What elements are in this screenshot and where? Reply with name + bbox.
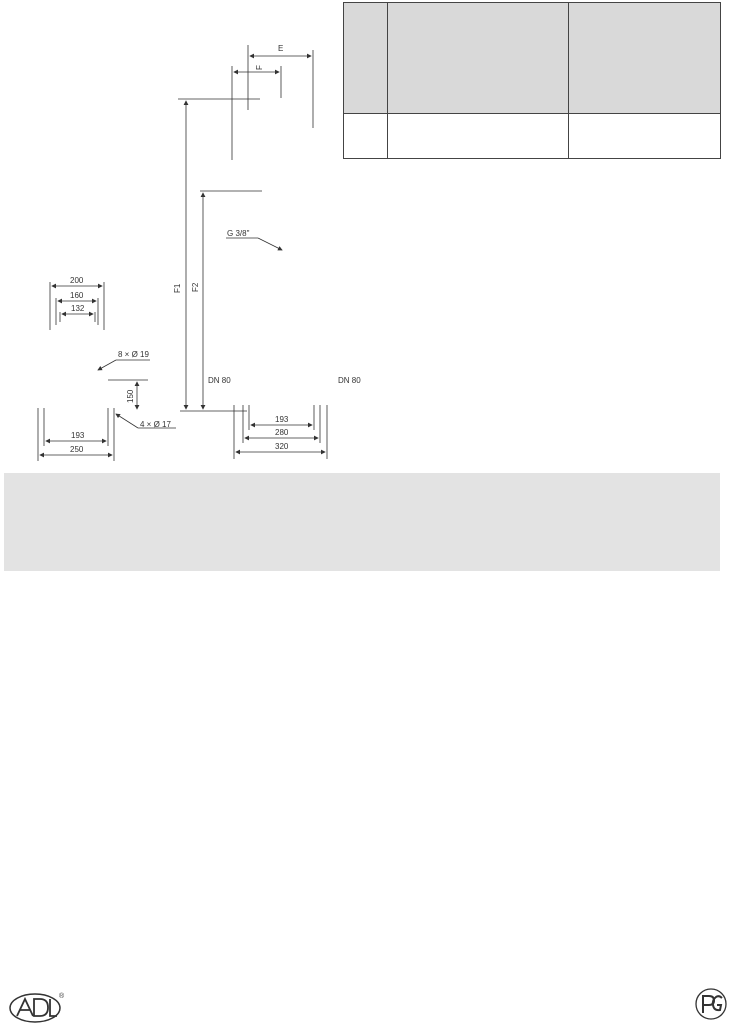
dim-193-left-label: 193 [71,431,85,440]
dim-280: 280 [244,428,319,441]
dim-150: 150 [126,381,140,410]
dim-320: 320 [235,442,326,455]
holes8-label: 8 × Ø 19 [118,350,149,359]
dim-193-right-label: 193 [275,415,289,424]
dim-f1-label: F1 [173,283,182,293]
g38-leader: G 3/8" [226,229,283,251]
dim-200-label: 200 [70,276,84,285]
dn80-left-label: DN 80 [208,376,231,385]
dim-160: 160 [57,291,97,304]
dim-193-left: 193 [45,431,107,444]
g38-label: G 3/8" [227,229,250,238]
spec-cell-3 [568,113,721,159]
spec-table [343,2,721,159]
spec-cell-1 [343,113,388,159]
dim-f1: F1 [173,100,189,410]
registered-mark: ® [59,992,65,1000]
spec-table-header-row [343,2,721,114]
info-band [4,473,720,571]
dim-132: 132 [61,304,94,317]
adl-logo: ® [9,992,65,1023]
dim-320-label: 320 [275,442,289,451]
dim-150-label: 150 [126,389,135,403]
dim-250: 250 [39,445,113,458]
holes4-leader: 4 × Ø 17 [115,413,176,429]
dim-f2-label: F2 [191,282,200,292]
spec-header-cell-2 [387,2,569,114]
spec-header-cell-1 [343,2,388,114]
dn80-right-label: DN 80 [338,376,361,385]
dim-e: E [247,44,314,128]
dim-193-right: 193 [250,415,313,428]
dim-160-label: 160 [70,291,84,300]
dim-f-label: F [255,65,264,70]
holes8-leader: 8 × Ø 19 [97,350,150,371]
holes4-label: 4 × Ø 17 [140,420,171,429]
dim-f: F [231,65,282,160]
dim-f2: F2 [191,192,206,410]
dim-280-label: 280 [275,428,289,437]
dim-e-label: E [278,44,283,53]
spec-header-cell-3 [568,2,721,114]
spec-table-row [343,113,721,159]
certification-mark-icon [695,988,727,1020]
dim-132-label: 132 [71,304,85,313]
dim-250-label: 250 [70,445,84,454]
spec-cell-2 [387,113,569,159]
dim-200: 200 [51,276,103,289]
